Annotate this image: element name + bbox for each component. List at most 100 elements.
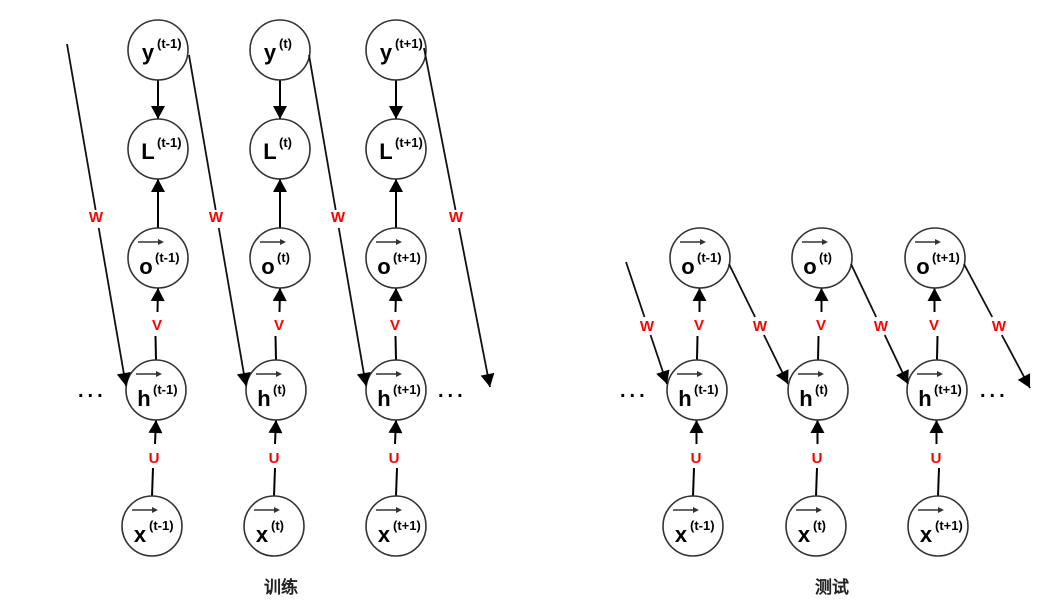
node-L-superscript: (t) — [279, 135, 292, 150]
node-x-circle — [243, 495, 305, 557]
node-y-circle — [365, 19, 427, 81]
ellipsis-left: ... — [620, 380, 649, 402]
testing-diagram: VUo(t-1)h(t-1)x(t-1)VUo(t)h(t)x(t)VUo(t+… — [620, 227, 1031, 598]
param-label-U: U — [269, 450, 280, 467]
training-column-1: VUy(t)L(t)o(t)h(t)x(t) — [243, 19, 311, 557]
param-label-W: W — [89, 209, 104, 226]
recurrent-edge-W-2: W — [850, 263, 909, 385]
node-y: y(t-1) — [127, 19, 189, 81]
ellipsis-left: ... — [78, 380, 107, 402]
node-L: L(t+1) — [365, 118, 427, 180]
edge-x-to-h-arrowhead — [148, 420, 163, 434]
node-y-symbol: y — [142, 40, 155, 65]
recurrent-edge-W-1: W — [188, 54, 251, 387]
node-x-symbol: x — [378, 522, 391, 547]
vector-arrow-icon — [376, 239, 402, 245]
edge-x-to-h — [268, 419, 283, 445]
vector-arrow-icon — [918, 507, 944, 513]
testing-column-2: VUo(t+1)h(t+1)x(t+1) — [904, 227, 969, 557]
param-label-V: V — [152, 317, 162, 334]
edge-o-to-L-arrowhead — [273, 179, 287, 192]
param-label-U: U — [691, 450, 702, 467]
node-o-circle — [904, 227, 966, 289]
recurrent-edge-W-arrowhead — [236, 372, 251, 386]
edge-h-to-o — [150, 287, 165, 313]
edge-h-to-o-lower — [274, 335, 277, 361]
node-y-circle — [249, 19, 311, 81]
node-h: h(t) — [787, 359, 849, 421]
param-label-W: W — [449, 209, 464, 226]
edge-h-to-o-arrowhead — [927, 288, 942, 301]
edge-x-to-h-arrowhead — [388, 420, 403, 434]
recurrent-edge-W-arrowhead — [1017, 373, 1031, 388]
node-o: o(t) — [249, 227, 311, 289]
edge-o-to-L — [389, 179, 403, 228]
training-caption: 训练 — [264, 577, 298, 598]
node-o-circle — [127, 227, 189, 289]
recurrent-edge-W-3: W — [423, 47, 495, 388]
vector-arrow-icon — [917, 371, 943, 377]
node-x-superscript: (t-1) — [149, 518, 174, 533]
edge-h-to-o — [388, 287, 403, 313]
edge-h-to-o — [927, 288, 942, 312]
node-x-symbol: x — [134, 522, 147, 547]
node-o-circle — [249, 227, 311, 289]
param-label-W: W — [874, 318, 889, 335]
node-o-symbol: o — [261, 254, 274, 279]
edge-h-to-o-lower — [817, 335, 820, 361]
node-o: o(t) — [791, 227, 853, 289]
node-o-circle — [791, 227, 853, 289]
node-o-symbol: o — [681, 254, 694, 279]
node-L-circle — [127, 118, 189, 180]
recurrent-edge-W-arrowhead — [896, 369, 909, 384]
node-L-superscript: (t-1) — [157, 135, 182, 150]
recurrent-edge-W-arrowhead — [356, 372, 371, 386]
node-y-superscript: (t) — [279, 36, 292, 51]
node-x: x(t+1) — [365, 495, 427, 557]
vector-arrow-icon — [138, 239, 164, 245]
vector-arrow-icon — [132, 507, 158, 513]
node-x-superscript: (t+1) — [935, 518, 963, 533]
edge-h-to-o-lower — [394, 335, 397, 361]
recurrent-edge-W-arrowhead — [775, 369, 789, 384]
node-x-symbol: x — [675, 522, 688, 547]
node-h-circle — [125, 359, 187, 421]
node-x-superscript: (t+1) — [393, 518, 421, 533]
vector-arrow-icon — [376, 371, 402, 377]
node-h-symbol: h — [257, 386, 270, 411]
recurrent-edge-W-0: W — [66, 43, 131, 387]
edge-x-to-h-lower — [815, 467, 818, 497]
edge-x-to-h-lower — [273, 467, 276, 497]
edge-o-to-L — [273, 179, 287, 228]
node-h-circle — [365, 359, 427, 421]
node-h-circle — [787, 359, 849, 421]
vector-arrow-icon — [677, 371, 703, 377]
param-label-V: V — [929, 317, 939, 334]
edge-x-to-h — [148, 419, 163, 445]
training-column-0: VUy(t-1)L(t-1)o(t-1)h(t-1)x(t-1) — [121, 19, 189, 557]
param-label-W: W — [331, 209, 346, 226]
edge-y-to-L — [151, 80, 165, 119]
recurrent-edge-W-arrowhead — [656, 369, 670, 384]
testing-column-0: VUo(t-1)h(t-1)x(t-1) — [662, 227, 731, 557]
node-h-circle — [245, 359, 307, 421]
node-h-superscript: (t-1) — [153, 382, 178, 397]
param-label-U: U — [149, 450, 160, 467]
node-y-superscript: (t-1) — [157, 36, 182, 51]
edge-o-to-L-arrowhead — [151, 179, 165, 192]
node-o-superscript: (t) — [819, 250, 832, 265]
param-label-U: U — [389, 450, 400, 467]
node-x-symbol: x — [256, 522, 269, 547]
vector-arrow-icon — [254, 507, 280, 513]
node-y-symbol: y — [380, 40, 393, 65]
node-o-symbol: o — [916, 254, 929, 279]
param-label-V: V — [274, 317, 284, 334]
node-x: x(t) — [243, 495, 305, 557]
vector-arrow-icon — [798, 371, 824, 377]
node-L-circle — [365, 118, 427, 180]
node-L-symbol: L — [263, 139, 276, 164]
training-diagram: VUy(t-1)L(t-1)o(t-1)h(t-1)x(t-1)VUy(t)L(… — [66, 19, 495, 598]
node-o-superscript: (t+1) — [393, 250, 421, 265]
node-h-symbol: h — [918, 386, 931, 411]
vector-arrow-icon — [256, 371, 282, 377]
